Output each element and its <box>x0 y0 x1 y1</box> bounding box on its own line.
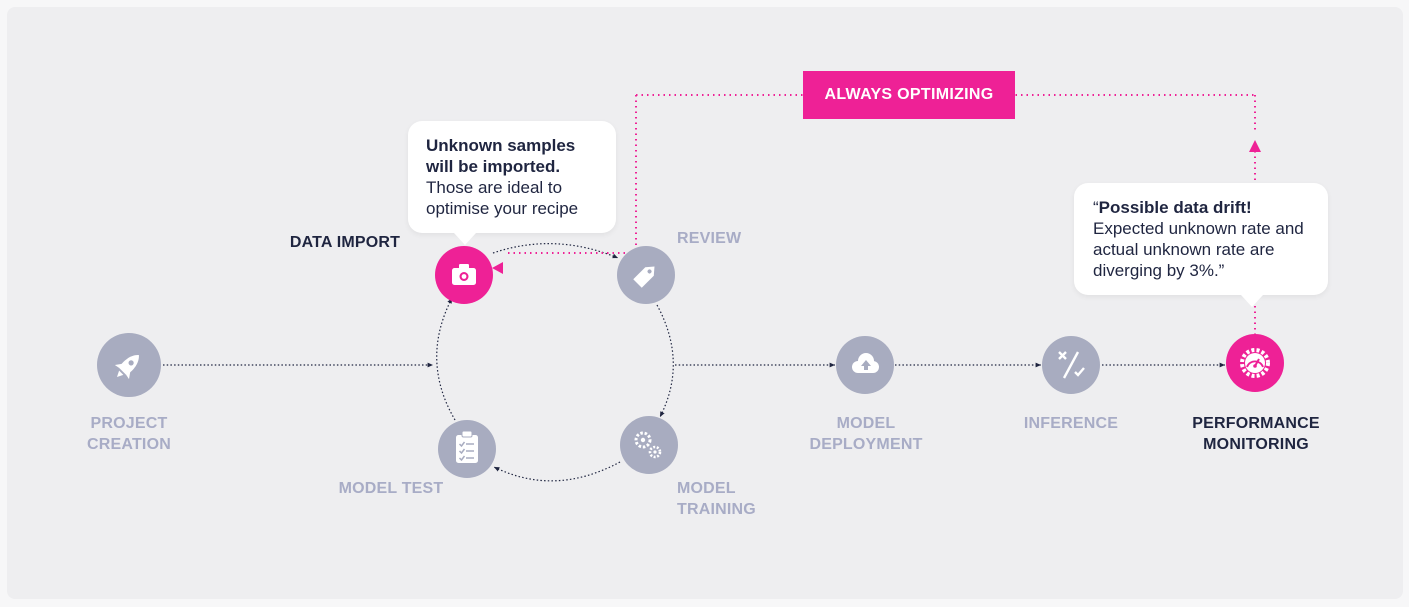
label-performance-monitoring: PERFORMANCE MONITORING <box>1182 413 1330 455</box>
data-drift-callout: “Possible data drift! Expected unknown r… <box>1074 183 1328 307</box>
label-line: DATA IMPORT <box>289 234 401 251</box>
node-inference <box>1042 336 1100 394</box>
data-import-callout: Unknown samples will be imported. Those … <box>408 121 616 245</box>
label-line: MONITORING <box>1203 436 1309 453</box>
callout-text-line: diverging by 3%.” <box>1093 261 1225 280</box>
tag-icon <box>633 266 655 288</box>
label-line: MODEL TEST <box>338 480 444 497</box>
diagram-canvas <box>7 7 1403 599</box>
label-line: DEPLOYMENT <box>809 436 923 453</box>
callout-bold-line: Possible data drift! <box>1098 198 1252 217</box>
callout-bold-line: Unknown samples <box>426 136 576 155</box>
speedometer-gear-icon <box>1240 348 1270 378</box>
label-line: PROJECT <box>90 415 168 432</box>
gears-icon <box>634 431 662 459</box>
label-model-test: MODEL TEST <box>330 478 452 499</box>
label-line: PERFORMANCE <box>1192 415 1320 432</box>
node-review <box>617 246 675 304</box>
cloud-upload-icon <box>852 353 879 373</box>
rocket-icon <box>114 355 139 380</box>
label-line: REVIEW <box>677 230 742 247</box>
label-data-import: DATA IMPORT <box>263 232 427 253</box>
cycle-arc-test-to-import <box>436 297 456 421</box>
feedback-arrowhead-up <box>1249 140 1261 152</box>
clipboard-checklist-icon <box>456 430 478 463</box>
node-model-training <box>620 416 678 474</box>
label-line: MODEL <box>836 415 896 432</box>
label-line: INFERENCE <box>1023 415 1119 432</box>
node-model-test <box>438 420 496 478</box>
multiply-divide-check-icon <box>1058 351 1085 379</box>
label-model-deployment: MODEL DEPLOYMENT <box>800 413 932 455</box>
camera-icon <box>452 264 476 285</box>
node-project-creation <box>97 333 161 397</box>
callout-text-line: Expected unknown rate and <box>1093 219 1304 238</box>
label-review: REVIEW <box>677 228 741 249</box>
callout-text-line: actual unknown rate are <box>1093 240 1275 259</box>
label-model-training: MODEL TRAINING <box>677 478 756 520</box>
banner-background <box>803 71 1015 119</box>
node-performance-monitoring[interactable] <box>1226 334 1284 392</box>
cycle-arc-import-to-review <box>492 243 619 259</box>
callout-bold-line: will be imported. <box>426 157 561 176</box>
node-model-deployment <box>836 336 894 394</box>
label-line: MODEL <box>677 480 736 497</box>
node-data-import[interactable] <box>435 246 493 304</box>
callout-open-quote: “ <box>1093 198 1099 217</box>
callout-text-line: optimise your recipe <box>426 199 579 218</box>
callout-text-line: Those are ideal to <box>426 178 563 197</box>
label-inference: INFERENCE <box>1011 413 1131 434</box>
label-project-creation: PROJECT CREATION <box>67 413 191 455</box>
always-optimizing-banner: ALWAYS OPTIMIZING <box>824 86 994 103</box>
label-line: CREATION <box>87 436 171 453</box>
cycle-arc-training-to-test <box>493 461 621 482</box>
label-line: TRAINING <box>677 501 756 518</box>
feedback-arrowhead-left <box>492 262 503 274</box>
cycle-arc-review-to-training <box>656 304 674 418</box>
